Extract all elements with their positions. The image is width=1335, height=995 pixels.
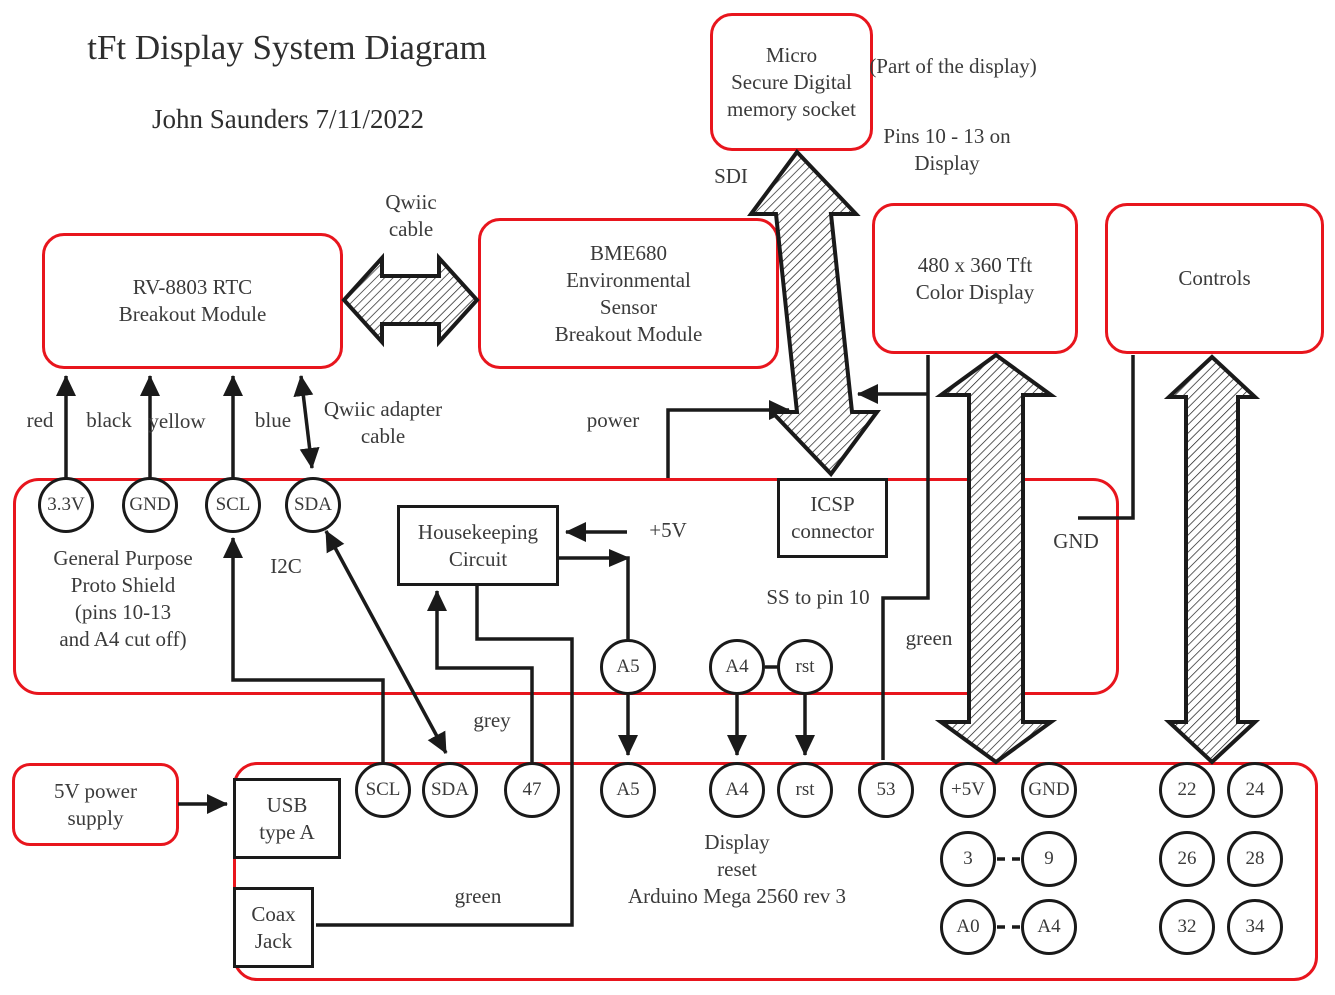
pin-arduino-gnd: GND bbox=[1021, 762, 1077, 818]
label-ss-to-pin10: SS to pin 10 bbox=[766, 585, 870, 609]
power-supply-box: 5V power supply bbox=[12, 763, 179, 846]
pin-arduino-22: 22 bbox=[1159, 762, 1215, 818]
pin-shield-gnd: GND bbox=[122, 477, 178, 533]
label-wire-red: red bbox=[26, 408, 54, 432]
pin-arduino-a4: A4 bbox=[709, 762, 765, 818]
pin-arduino-53: 53 bbox=[858, 762, 914, 818]
wire-scl-i2c bbox=[223, 537, 385, 762]
pin-arduino-47: 47 bbox=[504, 762, 560, 818]
housekeeping-box: Housekeeping Circuit bbox=[397, 505, 559, 586]
label-sdi: SDI bbox=[714, 164, 748, 188]
wire-blue-sda-qwiic bbox=[293, 375, 320, 469]
arduino-box bbox=[233, 762, 1318, 981]
controls-box: Controls bbox=[1105, 203, 1324, 354]
wire-ss-green bbox=[881, 355, 930, 760]
usb-type-a-box: USB type A bbox=[233, 778, 341, 859]
label-green-shield: green bbox=[905, 626, 953, 650]
label-wire-yellow: yellow bbox=[148, 409, 206, 433]
pin-arduino-9: 9 bbox=[1021, 831, 1077, 887]
pin-shield-rst: rst bbox=[777, 639, 833, 695]
pin-shield-scl: SCL bbox=[205, 477, 261, 533]
label-arduino-caption: Display reset Arduino Mega 2560 rev 3 bbox=[627, 830, 847, 908]
tft-display-box: 480 x 360 Tft Color Display bbox=[872, 203, 1078, 354]
pin-arduino-a5: A5 bbox=[600, 762, 656, 818]
label-wire-blue: blue bbox=[254, 408, 292, 432]
sdi-bus-arrow bbox=[747, 148, 881, 478]
label-green-arduino: green bbox=[454, 884, 502, 908]
label-plus5v: +5V bbox=[649, 518, 687, 542]
wire-sda-i2c bbox=[324, 530, 448, 754]
pin-arduino-32: 32 bbox=[1159, 899, 1215, 955]
coax-jack-box: Coax Jack bbox=[233, 887, 314, 968]
label-wire-black: black bbox=[86, 408, 132, 432]
wire-power bbox=[666, 400, 790, 478]
pin-shield-a4: A4 bbox=[709, 639, 765, 695]
pin-arduino-scl: SCL bbox=[355, 762, 411, 818]
pin-arduino-3: 3 bbox=[940, 831, 996, 887]
pin-arduino-sda: SDA bbox=[422, 762, 478, 818]
pin-shield-a5: A5 bbox=[600, 639, 656, 695]
display-bus-arrow bbox=[934, 352, 1058, 765]
label-shield-caption: General Purpose Proto Shield (pins 10-13… bbox=[53, 546, 193, 651]
wire-green-coax bbox=[316, 585, 574, 927]
pin-arduino-28: 28 bbox=[1227, 831, 1283, 887]
label-i2c: I2C bbox=[270, 554, 302, 578]
qwiic-cable-arrow bbox=[341, 252, 480, 348]
label-power: power bbox=[586, 408, 640, 432]
pin-arduino-24: 24 bbox=[1227, 762, 1283, 818]
label-gnd: GND bbox=[1053, 529, 1099, 553]
pin-arduino-34: 34 bbox=[1227, 899, 1283, 955]
label-qwiic-cable: Qwiic cable bbox=[385, 190, 437, 241]
pin-arduino-5v: +5V bbox=[940, 762, 996, 818]
rv8803-box: RV-8803 RTC Breakout Module bbox=[42, 233, 343, 369]
micro-sd-box: Micro Secure Digital memory socket bbox=[710, 13, 873, 151]
bme680-box: BME680 Environmental Sensor Breakout Mod… bbox=[478, 218, 779, 369]
pin-shield-3v3: 3.3V bbox=[38, 477, 94, 533]
wire-grey-47 bbox=[427, 590, 534, 762]
wire-housekeeping-a5 bbox=[558, 556, 630, 640]
controls-bus-arrow bbox=[1163, 354, 1261, 765]
icsp-connector-box: ICSP connector bbox=[777, 478, 888, 558]
wire-gnd-controls bbox=[1078, 355, 1135, 520]
label-qwiic-adapter: Qwiic adapter cable bbox=[323, 397, 443, 448]
pin-arduino-26: 26 bbox=[1159, 831, 1215, 887]
pin-shield-sda: SDA bbox=[285, 477, 341, 533]
label-grey: grey bbox=[473, 708, 511, 732]
label-part-of-display: (Part of the display) bbox=[869, 54, 1037, 78]
arrowhead-housekeeping-a5 bbox=[609, 549, 630, 567]
pin-arduino-rst: rst bbox=[777, 762, 833, 818]
pin-arduino-a0: A0 bbox=[940, 899, 996, 955]
page-subtitle: John Saunders 7/11/2022 bbox=[152, 104, 424, 134]
label-pins-10-13: Pins 10 - 13 on Display bbox=[883, 124, 1011, 175]
pin-arduino-a4b: A4 bbox=[1021, 899, 1077, 955]
page-title: tFt Display System Diagram bbox=[87, 28, 487, 67]
proto-shield-box bbox=[13, 478, 1119, 695]
